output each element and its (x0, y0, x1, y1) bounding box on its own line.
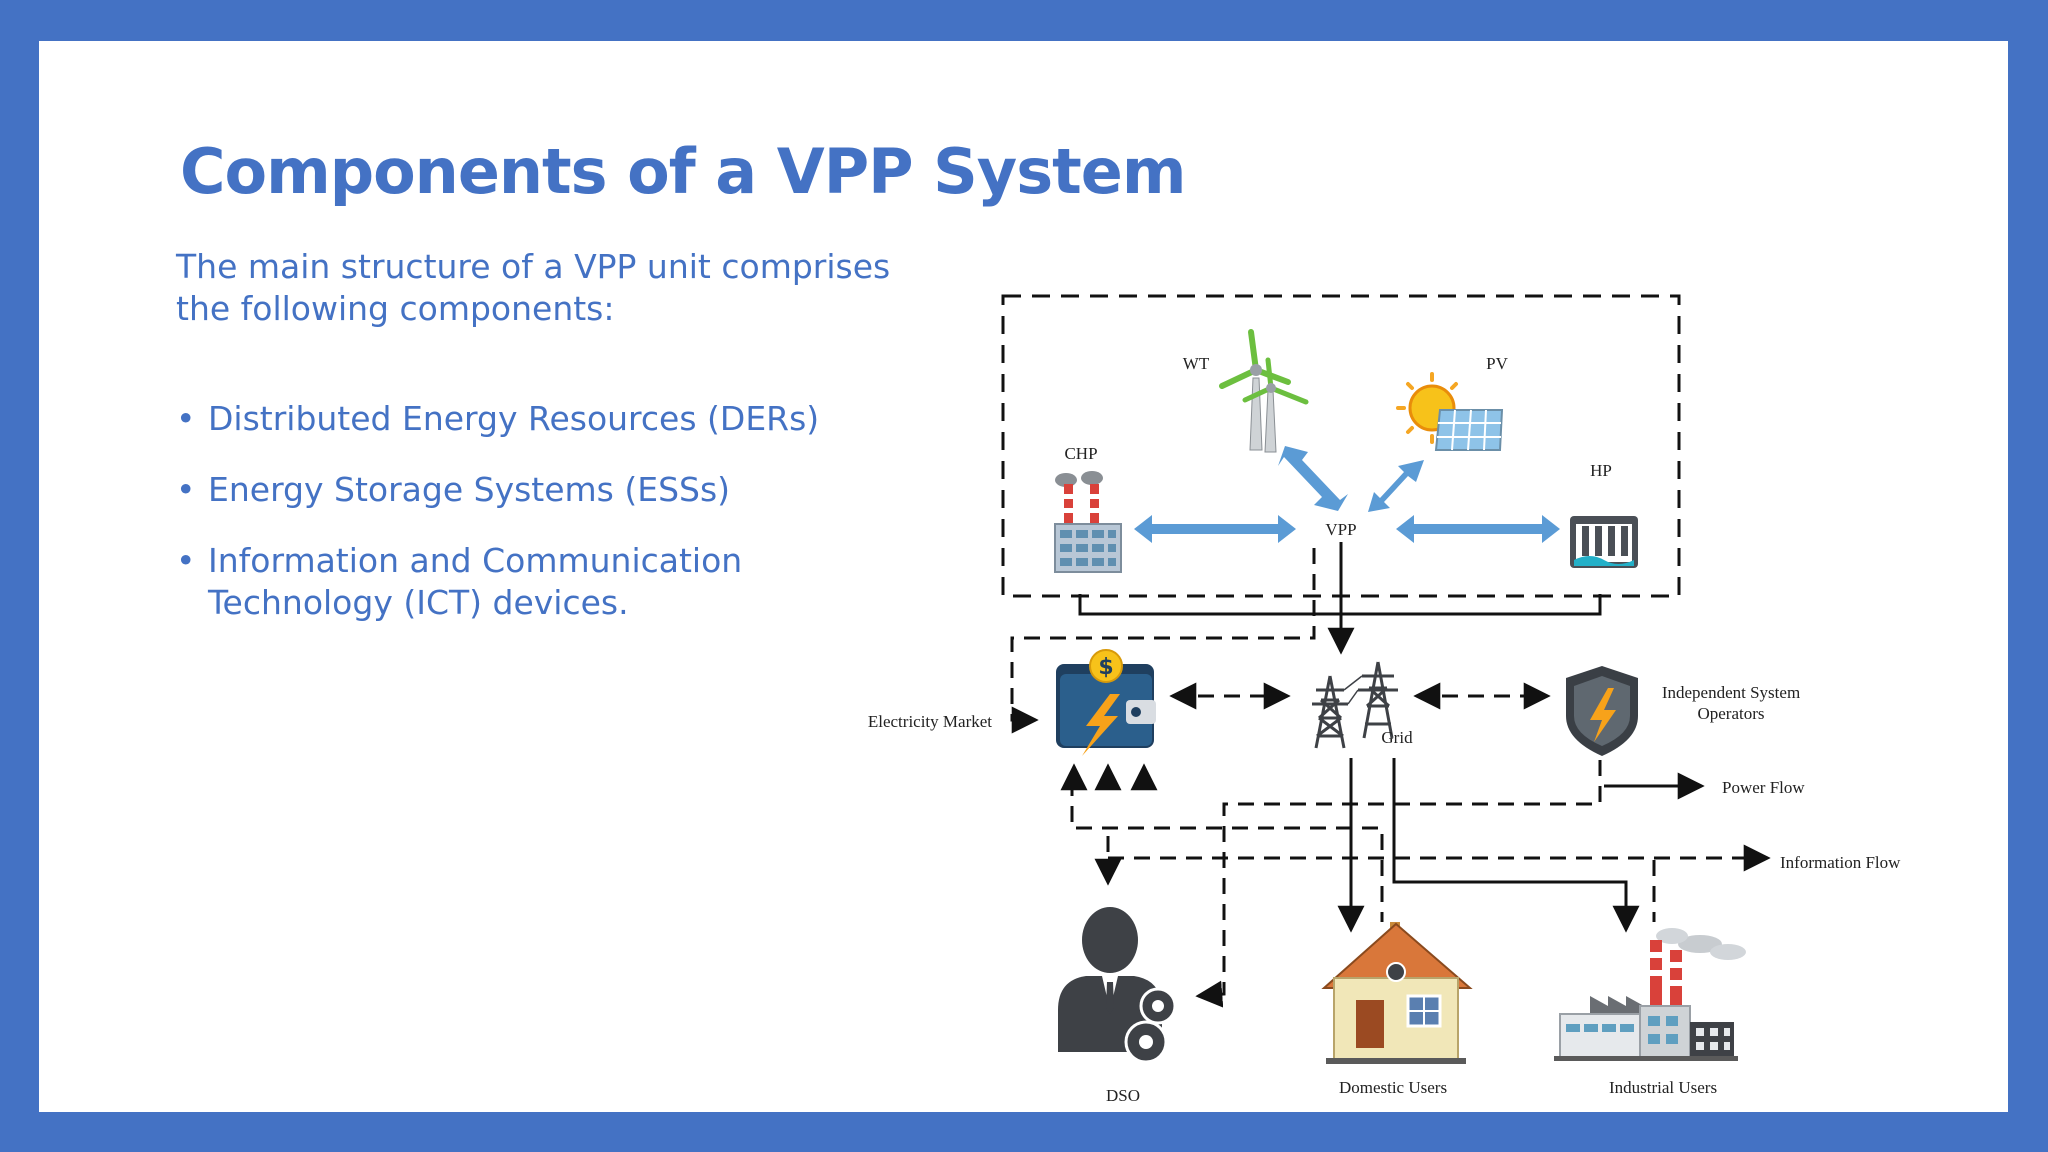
power-flow-lines (1078, 542, 1705, 933)
bullet-text: Distributed Energy Resources (DERs) (208, 399, 820, 438)
vpp-label: VPP (1325, 520, 1356, 539)
iso-label-line1: Independent System (1662, 683, 1800, 702)
industrial-users-label: Industrial Users (1609, 1078, 1717, 1097)
domestic-users-label: Domestic Users (1339, 1078, 1447, 1097)
chp-plant-icon (1054, 471, 1122, 573)
dso-label: DSO (1106, 1086, 1140, 1105)
hp-label: HP (1590, 461, 1612, 480)
domestic-house-icon (1321, 922, 1473, 1064)
solar-pv-icon (1396, 372, 1504, 451)
dso-operator-icon (1058, 907, 1177, 1064)
bullet-dot-icon: • (176, 541, 196, 580)
bullet-item: • Information and Communication Technolog… (176, 540, 896, 624)
wind-turbine-icon (1219, 329, 1309, 453)
component-list: • Distributed Energy Resources (DERs) • En… (176, 398, 896, 653)
chp-label: CHP (1064, 444, 1097, 463)
power-flow-legend-label: Power Flow (1722, 778, 1805, 797)
iso-label-line2: Operators (1697, 704, 1764, 723)
dso-market-arrows (1060, 763, 1158, 791)
information-flow-lines (1010, 548, 1771, 1008)
pv-label: PV (1486, 354, 1508, 373)
chp-vpp-arrow (1134, 515, 1296, 543)
iso-shield-icon (1566, 666, 1638, 756)
currency-symbol: $ (1098, 655, 1113, 680)
electricity-market-icon: $ (1056, 649, 1156, 756)
industrial-factory-icon (1554, 928, 1746, 1061)
bullet-dot-icon: • (176, 470, 196, 509)
wt-vpp-arrow (1278, 446, 1348, 511)
pv-vpp-arrow (1368, 460, 1424, 512)
bullet-item: • Energy Storage Systems (ESSs) (176, 469, 896, 511)
grid-label: Grid (1381, 728, 1413, 747)
information-flow-legend-label: Information Flow (1780, 853, 1901, 872)
bullet-item: • Distributed Energy Resources (DERs) (176, 398, 896, 440)
bullet-text: Energy Storage Systems (ESSs) (208, 470, 731, 509)
grid-tower-icon (1312, 661, 1398, 749)
wt-label: WT (1183, 354, 1210, 373)
heat-pump-icon (1570, 516, 1638, 568)
energy-flow-arrows (1134, 446, 1560, 543)
bullet-dot-icon: • (176, 399, 196, 438)
slide-title: Components of a VPP System (180, 135, 1186, 208)
intro-text: The main structure of a VPP unit compris… (176, 247, 891, 328)
bullet-text: Information and Communication Technology… (208, 541, 743, 622)
electricity-market-label: Electricity Market (868, 712, 992, 731)
vpp-hp-arrow (1396, 515, 1560, 543)
